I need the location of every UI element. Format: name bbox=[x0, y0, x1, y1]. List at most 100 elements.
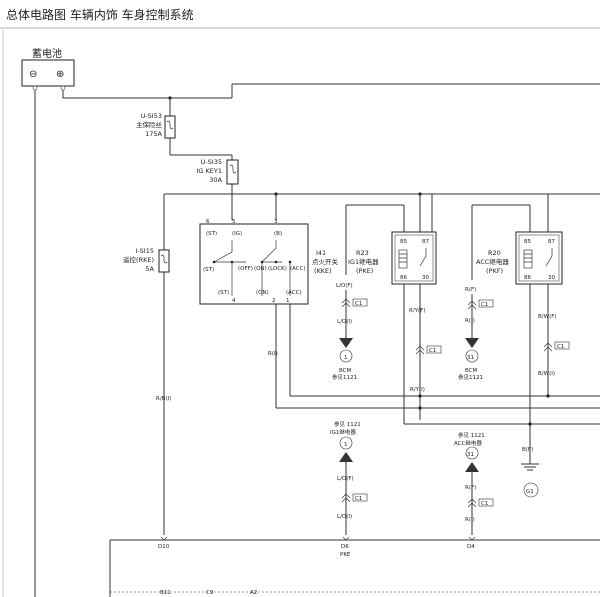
ignition-code: I41 bbox=[316, 249, 326, 257]
wire-label-r-f: R(F) bbox=[465, 287, 476, 293]
relay-coil-icon bbox=[523, 249, 533, 269]
relay-acc-pin-87: 87 bbox=[548, 239, 555, 245]
ig1-name: IG1继电器 bbox=[330, 428, 356, 436]
contact-dot bbox=[212, 260, 216, 264]
acc-name: ACC继电器 bbox=[454, 439, 482, 447]
ignition-pin-bottom-name-2: (ON) bbox=[256, 290, 269, 296]
wire-label-ry-f: R/Y(F) bbox=[409, 308, 426, 314]
battery-plus-terminal bbox=[60, 85, 66, 91]
fuse-igkey-rating: 30A bbox=[209, 176, 222, 184]
junction-dot bbox=[528, 422, 532, 426]
connector-c1-tag bbox=[478, 299, 494, 308]
module-pin-d6: D6 bbox=[341, 544, 349, 550]
ignition-pin-bottom-3: 1 bbox=[286, 298, 290, 304]
relay-ig1 bbox=[391, 231, 437, 285]
arrow-up-icon bbox=[339, 452, 353, 462]
connector-c1-tag bbox=[352, 298, 368, 307]
pin-chevron-icon bbox=[468, 536, 476, 541]
connector-c1-label: C1 bbox=[355, 496, 362, 502]
relay-ig1-pin-85: 85 bbox=[400, 239, 407, 245]
ig1-ref: 参见 1121 bbox=[334, 420, 361, 428]
wire-label-b-f: B(F) bbox=[522, 447, 533, 453]
module-pin-c9: C9 bbox=[206, 590, 214, 596]
relay-ig1-code: R23 bbox=[356, 249, 369, 257]
bcm1-ref: 参见1121 bbox=[332, 373, 357, 381]
bcm31-ref: 参见1121 bbox=[458, 373, 483, 381]
connector-c1-label: C1 bbox=[557, 344, 564, 350]
wire-label-lo-i: L/O(I) bbox=[337, 319, 352, 325]
ignition-pin-top-name-1: (ST) bbox=[206, 231, 217, 237]
relay-ig1-pin-86: 86 bbox=[400, 275, 407, 281]
battery-label: 蓄电池 bbox=[32, 47, 62, 60]
module-pin-d4: D4 bbox=[467, 544, 475, 550]
relay-acc-id: (PKF) bbox=[486, 267, 503, 275]
module-pin-a2: A2 bbox=[250, 590, 257, 596]
fuse-element bbox=[160, 254, 168, 264]
acc-ref: 参见 1121 bbox=[458, 431, 485, 439]
junction-dot bbox=[418, 394, 422, 398]
wire-label-bw-f: B/W(F) bbox=[538, 314, 557, 320]
relay-acc-pin-86: 86 bbox=[524, 275, 531, 281]
ignition-pos-off: (OFF) bbox=[238, 266, 253, 272]
connector-c1-label: C1 bbox=[481, 501, 488, 507]
bcm-ref-circle bbox=[465, 349, 479, 363]
ignition-pin-bottom-name-3: (ACC) bbox=[286, 290, 302, 296]
connector-c1-label: C1 bbox=[481, 302, 488, 308]
junction-dot bbox=[418, 406, 422, 410]
relay-ig1-inner bbox=[394, 234, 434, 282]
connector-chevron-icon bbox=[415, 345, 425, 355]
wire-label-lo-i-lower: L/O(I) bbox=[337, 514, 352, 520]
relay-ig1-id: (PKE) bbox=[356, 267, 373, 275]
ground-circle-icon bbox=[523, 482, 539, 498]
battery-minus-terminal bbox=[32, 85, 38, 91]
relay-ig1-name: IG1继电器 bbox=[348, 257, 379, 266]
ignition-pin-bottom-1: 4 bbox=[232, 298, 236, 304]
fuse-element bbox=[166, 120, 174, 130]
acc-ref-circle bbox=[465, 446, 479, 460]
connector-c1-label: C1 bbox=[429, 348, 436, 354]
wire-label-rb: R/B(I) bbox=[156, 396, 171, 402]
relay-coil-winding bbox=[399, 253, 407, 263]
ignition-pin-bottom-name-1: (ST) bbox=[218, 290, 229, 296]
switch-contact bbox=[261, 240, 282, 263]
battery-positive-wire bbox=[62, 90, 232, 99]
connector-chevron-icon bbox=[341, 298, 351, 308]
bcm-ref-circle bbox=[339, 349, 353, 363]
wire-label-r-i: R(I) bbox=[465, 318, 475, 324]
relay-acc-pin-85: 85 bbox=[524, 239, 531, 245]
arrow-up-icon bbox=[465, 462, 479, 472]
ground-num: G1 bbox=[526, 489, 534, 495]
connector-c1-tag bbox=[426, 345, 442, 354]
battery-minus-icon: ⊖ bbox=[29, 69, 37, 80]
ignition-id: (KKE) bbox=[314, 267, 332, 275]
wire-label-ry-i: R/Y(I) bbox=[410, 387, 425, 393]
ignition-pin-top-3: 3 bbox=[274, 219, 278, 225]
breadcrumb: 总体电路图 车辆内饰 车身控制系统 bbox=[6, 7, 194, 22]
fuse-rke-code: I-SI15 bbox=[135, 247, 154, 255]
contact-dot bbox=[274, 260, 278, 264]
fuse-main-name: 主保险丝 bbox=[136, 120, 163, 129]
battery-box bbox=[21, 59, 75, 87]
fuse-igkey-icon bbox=[226, 159, 239, 185]
bcm31-num: 31 bbox=[467, 355, 474, 361]
fuse-main-code: U-SI53 bbox=[141, 112, 162, 120]
module-pke-label: PKE bbox=[340, 552, 351, 558]
ignition-pos-acc: (ACC) bbox=[290, 266, 306, 272]
relay-coil-winding bbox=[524, 253, 532, 263]
wire-label-r-i-lower: R(I) bbox=[465, 517, 475, 523]
ignition-pin-top-2: 5 bbox=[232, 219, 236, 225]
module-pin-d10: D10 bbox=[158, 544, 170, 550]
connector-c1-tag bbox=[478, 498, 494, 507]
ignition-name: 点火开关 bbox=[312, 257, 339, 266]
pin-chevron-icon bbox=[160, 536, 168, 541]
fuse-main-rating: 175A bbox=[145, 130, 162, 138]
wire-label-r-mid: R(I) bbox=[268, 351, 278, 357]
fuse-igkey-code: U-SI35 bbox=[201, 158, 222, 166]
relay-acc bbox=[515, 231, 563, 285]
connector-c1-label: C1 bbox=[355, 301, 362, 307]
relay-acc-inner bbox=[518, 234, 560, 282]
arrow-down-icon bbox=[465, 338, 479, 348]
connector-c1-tag bbox=[352, 493, 368, 502]
bcm31-name: BCM bbox=[465, 368, 478, 374]
relay-acc-code: R20 bbox=[488, 249, 501, 257]
